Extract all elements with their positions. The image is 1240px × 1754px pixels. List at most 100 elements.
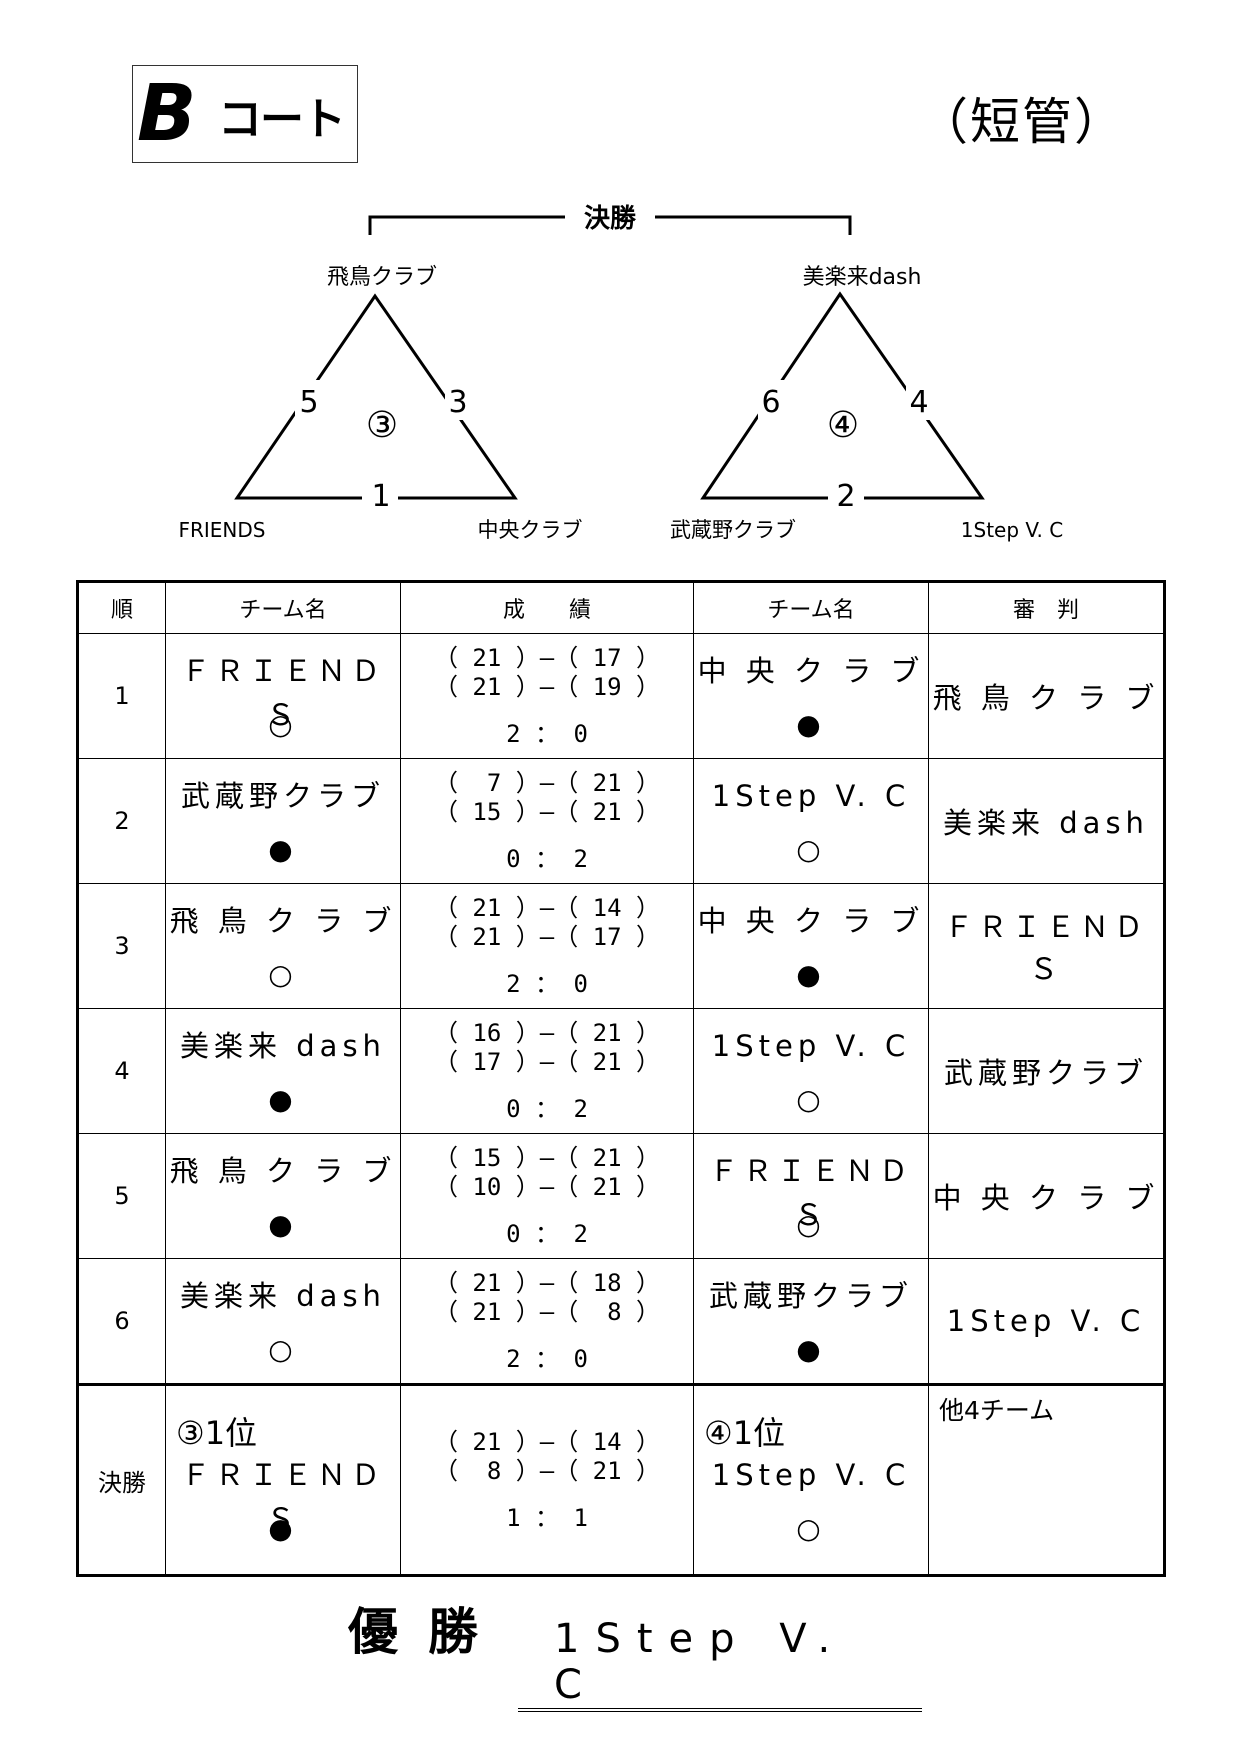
- group4-top-team: 美楽来dash: [803, 265, 922, 290]
- team-b-cell: 1Step V. C ○: [693, 758, 929, 884]
- team-b-cell: ＦＲＩＥＮＤＳ○: [693, 1133, 929, 1259]
- set-1-score: （ 21 ）―（ 14 ）: [433, 893, 661, 922]
- court-title-box: [132, 65, 358, 163]
- match-order: 3: [77, 883, 166, 1009]
- final-set-2-score: （ 8 ）―（ 21 ）: [433, 1456, 661, 1485]
- header-score: 成 績: [400, 581, 694, 634]
- team-b-result-mark: ○: [796, 1083, 826, 1116]
- group3-triangle: [234, 293, 518, 500]
- table-row: 4 美楽来 dash ● （ 16 ）―（ 21 ）（ 17 ）―（ 21 ）0 …: [77, 1008, 1165, 1134]
- group4-bottom-edge-number: 2: [836, 479, 855, 514]
- group4-bottom-left-team: 武蔵野クラブ: [670, 518, 796, 542]
- group4-bottom-right-team: 1Step V. C: [961, 518, 1063, 542]
- group3-right-edge-number: 3: [448, 385, 467, 420]
- match-total: 2 ： 0: [506, 719, 588, 748]
- referee-team: ＦＲＩＥＮＤＳ: [928, 883, 1165, 1009]
- final-total: 1 ： 1: [506, 1503, 588, 1532]
- team-b-cell: 1Step V. C ○: [693, 1008, 929, 1134]
- match-order: 1: [77, 633, 166, 759]
- score-cell: （ 21 ）―（ 17 ）（ 21 ）―（ 19 ）2 ： 0: [400, 633, 694, 759]
- match-total: 2 ： 0: [506, 969, 588, 998]
- set-2-score: （ 21 ）―（ 8 ）: [433, 1297, 661, 1326]
- group4-left-gap: [758, 380, 784, 420]
- header-referee: 審 判: [928, 581, 1165, 634]
- final-team-b-result-mark: ○: [796, 1512, 826, 1545]
- team-b-result-mark: ●: [796, 958, 826, 991]
- team-a-result-mark: ○: [268, 958, 298, 991]
- team-b-name: ＦＲＩＥＮＤＳ: [708, 1154, 913, 1232]
- score-cell: （ 16 ）―（ 21 ）（ 17 ）―（ 21 ）0 ： 2: [400, 1008, 694, 1134]
- team-a-cell: 飛 鳥 ク ラ ブ ○: [165, 883, 401, 1009]
- team-a-result-mark: ●: [268, 1083, 298, 1116]
- team-a-name: 美楽来 dash: [180, 1029, 386, 1063]
- set-1-score: （ 15 ）―（ 21 ）: [433, 1143, 661, 1172]
- final-team-b-cell: ④1位 1Step V. C ○: [693, 1384, 929, 1576]
- team-b-result-mark: ●: [796, 1333, 826, 1366]
- referee-team: 1Step V. C: [928, 1258, 1165, 1385]
- final-score-cell: （ 21 ）―（ 14 ）（ 8 ）―（ 21 ） 1 ： 1: [400, 1384, 694, 1576]
- final-team-b-name: 1Step V. C: [711, 1458, 911, 1492]
- team-a-cell: 飛 鳥 ク ラ ブ●: [165, 1133, 401, 1259]
- winner-label: 優勝: [348, 1603, 508, 1661]
- team-a-name: 美楽来 dash: [180, 1279, 386, 1313]
- table-row: 3 飛 鳥 ク ラ ブ ○ （ 21 ）―（ 14 ）（ 21 ）―（ 17 ） 2…: [77, 883, 1165, 1009]
- team-b-name: 武蔵野クラブ: [708, 1279, 913, 1313]
- team-b-cell: 武蔵野クラブ ●: [693, 1258, 929, 1385]
- group3-right-gap: [445, 380, 471, 420]
- group4-right-gap: [906, 380, 932, 420]
- group4-right-edge-number: 4: [909, 385, 928, 420]
- final-seed-b: ④1位: [704, 1414, 786, 1452]
- score-cell: （ 15 ）―（ 21 ）（ 10 ）―（ 21 ） 0 ： 2: [400, 1133, 694, 1259]
- match-total: 0 ： 2: [506, 1219, 588, 1248]
- team-a-name: ＦＲＩＥＮＤＳ: [180, 654, 385, 732]
- team-a-result-mark: ○: [268, 1333, 298, 1366]
- group3-bottom-right-team: 中央クラブ: [478, 518, 583, 542]
- match-order: 4: [77, 1008, 166, 1134]
- team-b-result-mark: ○: [796, 833, 826, 866]
- team-a-name: 飛 鳥 ク ラ ブ: [169, 904, 397, 938]
- set-2-score: （ 10 ）―（ 21 ）: [433, 1172, 661, 1201]
- group4-left-edge-number: 6: [761, 385, 780, 420]
- score-cell: （ 21 ）―（ 18 ）（ 21 ）―（ 8 ） 2 ： 0: [400, 1258, 694, 1385]
- final-set-1-score: （ 21 ）―（ 14 ）: [433, 1427, 661, 1456]
- bracket-diagram: 決勝 飛鳥クラブ FRIENDS 中央クラブ 5 3 1 ③ 美楽来dash 武…: [179, 204, 1064, 542]
- match-total: 2 ： 0: [506, 1344, 588, 1373]
- header-team-b: チーム名: [693, 581, 929, 634]
- venue-label: （短管）: [918, 93, 1126, 151]
- group4-triangle: [700, 291, 985, 500]
- match-order: 6: [77, 1258, 166, 1385]
- final-connector-left: [368, 215, 565, 235]
- table-row: 2 武蔵野クラブ● （ 7 ）―（ 21 ）（ 15 ）―（ 21 ）0 ： 2…: [77, 758, 1165, 884]
- table-row: 6 美楽来 dash ○ （ 21 ）―（ 18 ）（ 21 ）―（ 8 ） 2 ：…: [77, 1258, 1165, 1385]
- referee-team: 中 央 ク ラ ブ: [928, 1133, 1165, 1259]
- match-total: 0 ： 2: [506, 1094, 588, 1123]
- court-word: コート: [218, 94, 346, 145]
- set-2-score: （ 21 ）―（ 17 ）: [433, 922, 661, 951]
- header-team-a: チーム名: [165, 581, 401, 634]
- final-label: 決勝: [584, 204, 637, 234]
- final-seed-a: ③1位: [176, 1414, 258, 1452]
- referee-team: 武蔵野クラブ: [928, 1008, 1165, 1134]
- header-order: 順: [77, 581, 166, 634]
- team-b-name: 1Step V. C: [711, 1029, 911, 1063]
- table-row: 1 ＦＲＩＥＮＤＳ○ （ 21 ）―（ 17 ）（ 21 ）―（ 19 ）2 ：…: [77, 633, 1165, 759]
- results-table: 順 チーム名 成 績 チーム名 審 判 1 ＦＲＩＥＮＤＳ○ （ 21 ）―（ …: [76, 580, 1166, 1577]
- set-1-score: （ 21 ）―（ 18 ）: [433, 1268, 661, 1297]
- match-total: 0 ： 2: [506, 844, 588, 873]
- group3-bottom-edge-number: 1: [371, 479, 390, 514]
- final-order: 決勝: [77, 1384, 166, 1576]
- winner-team: 1Step V. C: [518, 1616, 922, 1712]
- team-b-name: 1Step V. C: [711, 779, 911, 813]
- table-header-row: 順 チーム名 成 績 チーム名 審 判: [77, 581, 1165, 634]
- team-b-result-mark: ○: [796, 1208, 826, 1241]
- final-referee-cell: 他4チーム: [928, 1384, 1165, 1576]
- court-letter: B: [137, 69, 196, 159]
- referee-team: 飛 鳥 ク ラ ブ: [928, 633, 1165, 759]
- team-a-cell: 美楽来 dash ●: [165, 1008, 401, 1134]
- team-a-name: 飛 鳥 ク ラ ブ: [169, 1154, 397, 1188]
- group4-mark: ④: [827, 405, 859, 446]
- team-b-cell: 中 央 ク ラ ブ●: [693, 883, 929, 1009]
- set-2-score: （ 15 ）―（ 21 ）: [433, 797, 661, 826]
